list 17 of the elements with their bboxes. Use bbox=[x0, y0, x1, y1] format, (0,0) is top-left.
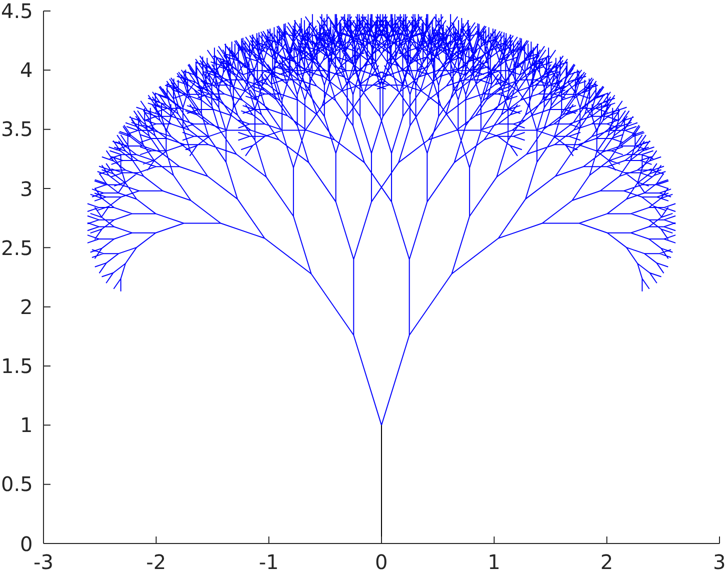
x-tick-label: 1 bbox=[488, 552, 500, 572]
x-tick-label: 3 bbox=[713, 552, 726, 572]
y-tick-label: 2 bbox=[20, 296, 33, 317]
y-tick-label: 1 bbox=[20, 415, 33, 436]
y-tick-label: 4.5 bbox=[1, 1, 33, 21]
y-tick-label: 3.5 bbox=[1, 119, 33, 140]
x-tick-label: -2 bbox=[146, 552, 166, 572]
x-tick-label: 0 bbox=[375, 552, 388, 572]
x-tick-label: -3 bbox=[34, 552, 54, 572]
y-tick-label: 0.5 bbox=[1, 474, 33, 494]
y-tick-label: 1.5 bbox=[1, 356, 33, 376]
x-tick-label: 2 bbox=[600, 552, 614, 572]
y-tick-label: 4 bbox=[20, 60, 33, 80]
x-tick-label: -1 bbox=[258, 552, 279, 572]
y-tick-label: 2.5 bbox=[1, 238, 33, 258]
y-tick-label: 3 bbox=[20, 178, 33, 198]
y-tick-label: 0 bbox=[20, 534, 33, 554]
